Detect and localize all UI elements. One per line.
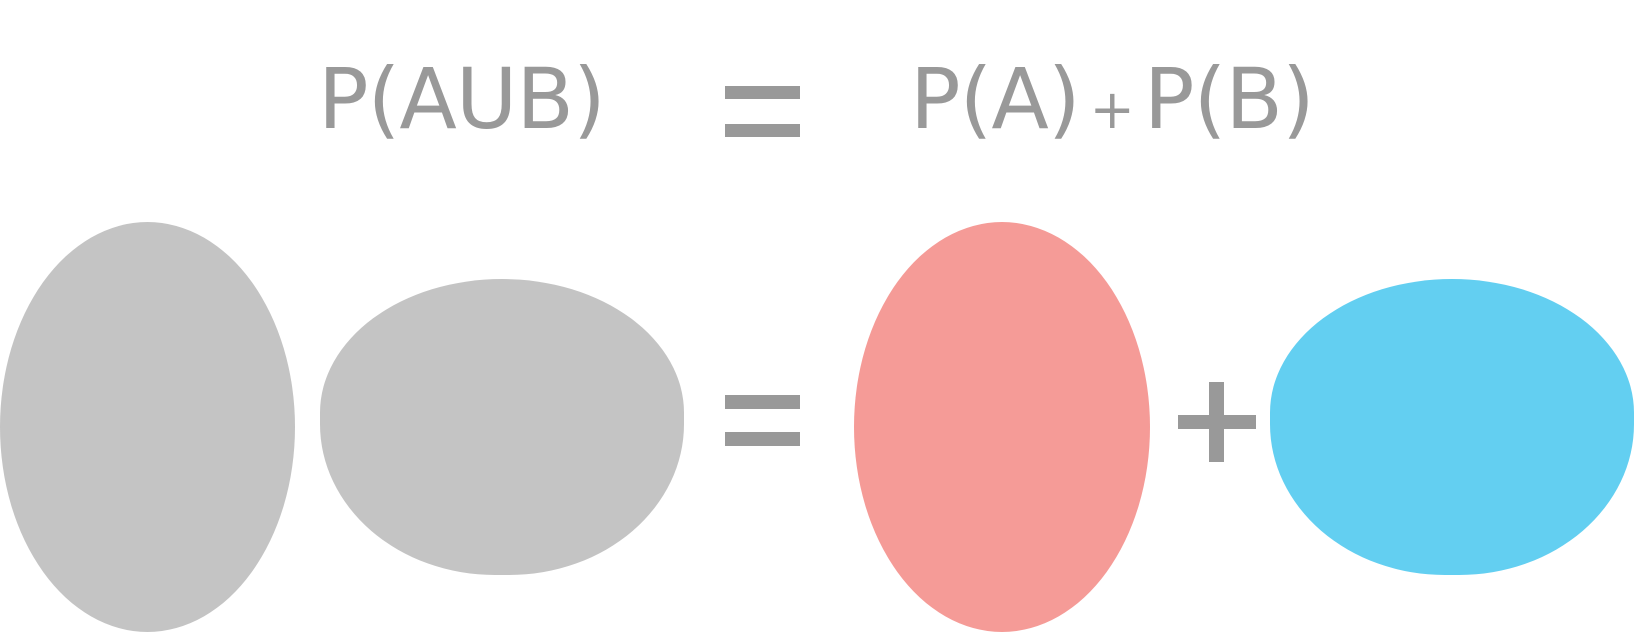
union-set-a-shape	[0, 222, 295, 632]
formula-equals-bottom-bar	[725, 124, 800, 137]
formula-lhs: P(AUB)	[318, 50, 606, 148]
formula-plus: +	[1089, 78, 1135, 141]
diagram-equals-top-bar	[725, 395, 800, 409]
formula-rhs-a: P(A)	[910, 50, 1081, 148]
set-b-shape	[1270, 279, 1634, 575]
diagram-equals-bottom-bar	[725, 432, 800, 446]
union-set-b-shape	[320, 279, 684, 575]
formula-rhs-b: P(B)	[1143, 50, 1315, 148]
formula-rhs: P(A)+P(B)	[910, 44, 1320, 154]
formula-equals-top-bar	[725, 86, 800, 99]
diagram-plus-vertical-bar	[1209, 382, 1224, 462]
set-a-shape	[854, 222, 1150, 632]
